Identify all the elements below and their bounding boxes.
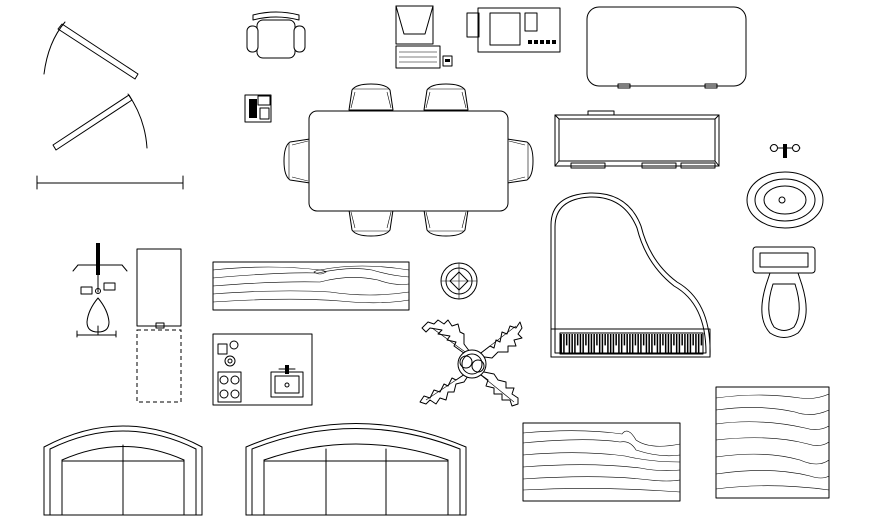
piano-key bbox=[615, 334, 617, 346]
gym-station bbox=[73, 243, 127, 337]
piano-key bbox=[604, 334, 606, 346]
piano-key bbox=[618, 334, 620, 353]
piano-key bbox=[673, 334, 675, 346]
piano-key bbox=[659, 334, 661, 353]
piano-key bbox=[684, 334, 686, 353]
piano-key bbox=[645, 334, 648, 353]
piano-key bbox=[678, 334, 681, 353]
piano-key bbox=[587, 334, 590, 353]
piano-key bbox=[637, 334, 639, 353]
piano-key bbox=[686, 334, 689, 353]
potted-plant bbox=[420, 320, 522, 406]
piano-key bbox=[574, 334, 576, 353]
piano-key bbox=[640, 334, 642, 353]
piano-key bbox=[601, 334, 604, 353]
piano-key bbox=[689, 334, 692, 353]
piano-key bbox=[662, 334, 664, 346]
piano-key bbox=[667, 334, 670, 353]
piano-key bbox=[582, 334, 584, 353]
piano-key bbox=[568, 334, 571, 353]
piano-key bbox=[609, 334, 612, 353]
wardrobe bbox=[137, 249, 181, 402]
piano-key bbox=[656, 334, 659, 353]
toilet bbox=[753, 247, 815, 338]
door-swing-lower bbox=[53, 94, 147, 150]
wash-basin bbox=[747, 144, 823, 228]
telephone bbox=[245, 95, 271, 122]
piano-key bbox=[579, 334, 582, 353]
piano-key bbox=[700, 334, 703, 346]
tv-unit bbox=[587, 7, 746, 88]
grand-piano bbox=[551, 193, 710, 357]
piano-key bbox=[576, 334, 579, 346]
piano-key bbox=[697, 334, 700, 353]
cabinet bbox=[555, 111, 719, 168]
piano-key bbox=[675, 334, 678, 353]
piano-key bbox=[653, 334, 656, 346]
dining-table-six-chairs bbox=[283, 83, 534, 237]
piano-key bbox=[648, 334, 650, 353]
piano-key bbox=[593, 334, 595, 353]
piano-key bbox=[634, 334, 637, 346]
scale-bar bbox=[37, 176, 183, 189]
piano-key bbox=[651, 334, 653, 353]
piano-key bbox=[590, 334, 593, 353]
door-swing-upper bbox=[44, 22, 138, 79]
piano-key bbox=[565, 334, 568, 346]
piano-key bbox=[664, 334, 667, 353]
piano-key bbox=[629, 334, 631, 353]
piano-key bbox=[607, 334, 609, 353]
wood-panel-wide bbox=[523, 423, 680, 501]
piano-key bbox=[631, 334, 634, 353]
piano-key bbox=[692, 334, 694, 346]
piano-key bbox=[681, 334, 683, 346]
piano-key bbox=[560, 334, 562, 353]
piano-key bbox=[695, 334, 697, 353]
computer-desk-set bbox=[396, 6, 560, 68]
wood-bench bbox=[213, 262, 409, 310]
sofa-four-seat bbox=[246, 424, 466, 516]
piano-key bbox=[670, 334, 672, 353]
piano-key bbox=[563, 334, 565, 353]
wood-panel-square bbox=[716, 387, 829, 498]
sofa-three-seat bbox=[44, 426, 202, 515]
piano-keyboard bbox=[560, 334, 703, 353]
round-side-table bbox=[441, 263, 477, 299]
piano-key bbox=[620, 334, 623, 353]
piano-key bbox=[585, 334, 587, 346]
office-chair bbox=[247, 12, 305, 58]
piano-key bbox=[571, 334, 573, 353]
piano-key bbox=[596, 334, 598, 346]
piano-key bbox=[623, 334, 626, 346]
piano-key bbox=[612, 334, 615, 353]
piano-key bbox=[598, 334, 601, 353]
piano-key bbox=[626, 334, 628, 353]
kitchen-counter bbox=[213, 334, 312, 405]
piano-key bbox=[642, 334, 645, 346]
